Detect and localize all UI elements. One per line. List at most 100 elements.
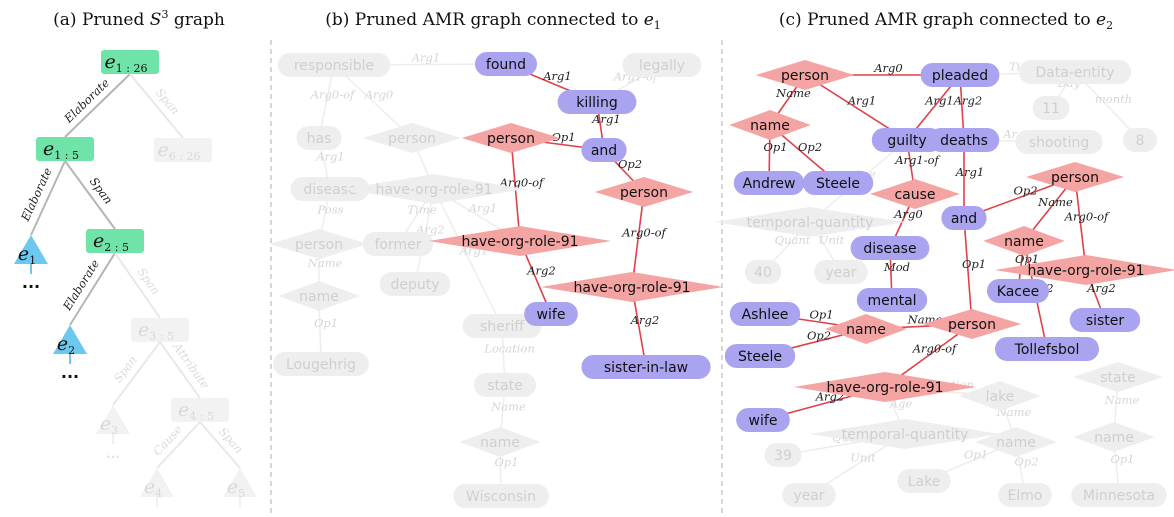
amr-c-edge-person2-hor1 — [1074, 176, 1087, 271]
amr-c-node-label: guilty — [887, 133, 926, 149]
amr-b-node-label: person — [620, 185, 668, 201]
amr-c-node-label: Kacee — [997, 284, 1039, 300]
amr-c-node-fname1: name — [975, 427, 1057, 457]
amr-c-edge-label-arg0-of: Arg0-of — [1064, 210, 1110, 224]
amr-b-node-label: found — [486, 57, 526, 73]
amr-b-node-label: person — [295, 237, 343, 253]
amr-b-node-killing: killing — [557, 90, 637, 114]
panel-b-amr-graph: Arg0-ofArg0Arg1Arg1-ofArg1PossTimeArg2Ar… — [269, 51, 724, 508]
amr-c-node-label: pleaded — [932, 68, 988, 84]
tree-edge-n25-n35 — [114, 252, 161, 319]
amr-b-edge-label-arg2: Arg2 — [630, 313, 659, 327]
amr-b-node-label: and — [591, 143, 617, 159]
ellipsis-marker: ... — [22, 273, 40, 292]
amr-b-node-fperson: person — [362, 123, 462, 153]
tree-node-n15: e1 : 5 — [36, 137, 94, 162]
tree-edge-label-span: Span — [135, 265, 163, 297]
tree-edge-label-span: Span — [153, 86, 183, 118]
amr-c-node-elmo: Elmo — [998, 483, 1052, 507]
amr-c-node-label: Steele — [738, 349, 782, 365]
amr-c-node-tq2: temporal-quantity — [809, 419, 1001, 449]
amr-b-node-sheriff: sheriff — [462, 314, 542, 338]
amr-b-node-fhor: have-org-role-91 — [342, 174, 526, 204]
amr-b-node-and: and — [581, 138, 627, 162]
amr-c-edge-label-op2: Op2 — [807, 329, 831, 343]
amr-c-node-label: have-org-role-91 — [1027, 263, 1144, 279]
amr-c-node-label: year — [825, 265, 856, 281]
amr-c-edge-label-arg1: Arg1 — [847, 94, 876, 108]
amr-c-node-dataentity: Data-entity — [1018, 60, 1132, 84]
amr-c-node-label: and — [951, 211, 977, 227]
amr-c-node-n8: 8 — [1123, 128, 1157, 152]
amr-b-node-hor2: have-org-role-91 — [540, 272, 724, 302]
amr-b-node-label: state — [487, 378, 522, 394]
amr-c-node-label: sister — [1086, 313, 1125, 329]
amr-b-node-label: name — [480, 435, 520, 451]
amr-b-node-fname: name — [278, 281, 360, 311]
amr-c-node-lakew: Lake — [897, 469, 951, 493]
amr-c-edge-label-month: month — [1095, 92, 1132, 106]
amr-c-node-minnesota: Minnesota — [1071, 483, 1167, 507]
amr-c-node-label: wife — [749, 413, 778, 429]
tree-edge-label-span: Span — [111, 353, 140, 385]
panel-c-amr-graph: TimeDaymonthArg0AgeQuantUnitLocationAgeN… — [714, 60, 1174, 507]
amr-c-node-tq1: temporal-quantity — [714, 207, 906, 237]
amr-c-node-deaths: deaths — [928, 128, 1000, 152]
amr-b-node-person1: person — [461, 123, 561, 153]
tree-edge-n126-n626 — [129, 73, 184, 139]
amr-c-node-disease: disease — [850, 236, 930, 260]
panel-separators — [270, 40, 723, 515]
amr-c-node-lake: lake — [959, 381, 1041, 411]
amr-b-node-has: has — [296, 126, 342, 150]
ellipsis-marker: ... — [150, 510, 164, 517]
amr-c-node-name3: name — [825, 314, 907, 344]
amr-c-edge-label-op1: Op1 — [962, 257, 986, 271]
amr-c-node-person: person — [755, 60, 855, 90]
panel-c-title: (c) Pruned AMR graph connected to e2 — [779, 10, 1113, 32]
amr-c-node-label: Andrew — [743, 176, 796, 192]
amr-b-node-label: person — [487, 131, 535, 147]
tree-node-n626: e6 : 26 — [154, 138, 212, 163]
amr-b-node-label: have-org-role-91 — [375, 182, 492, 198]
amr-b-node-label: former — [374, 237, 421, 253]
amr-b-node-label: name — [299, 289, 339, 305]
amr-b-edge-fhor-sheriff — [433, 188, 503, 327]
amr-b-node-fperson2: person — [269, 229, 369, 259]
amr-c-node-label: Elmo — [1008, 488, 1043, 504]
amr-c-node-label: name — [1094, 430, 1134, 446]
amr-c-node-label: Data-entity — [1035, 65, 1114, 81]
amr-c-node-label: name — [996, 435, 1036, 451]
amr-c-edge-label-op1: Op1 — [809, 308, 833, 322]
ellipsis-marker: ... — [106, 447, 120, 461]
amr-c-node-hor2: have-org-role-91 — [793, 372, 977, 402]
amr-c-edge-label-arg0-of: Arg0-of — [912, 342, 958, 356]
amr-c-edge-label-op1: Op1 — [1110, 452, 1134, 466]
tree-edge-n45-e4 — [156, 421, 201, 469]
amr-b-edge-label-arg1: Arg1 — [591, 112, 620, 126]
amr-b-edge-label-arg0-of: Arg0-of — [310, 88, 356, 102]
tree-node-n45: e4 : 5 — [171, 398, 229, 423]
amr-b-node-label: legally — [639, 58, 685, 74]
amr-b-node-label: Wisconsin — [466, 489, 536, 505]
amr-c-edge-label-arg1-of: Arg1-of — [894, 153, 940, 167]
tree-node-n35: e3 : 5 — [131, 318, 189, 343]
amr-c-node-cause: cause — [870, 179, 960, 209]
amr-b-node-label: has — [307, 131, 332, 147]
amr-b-edge-label-name: Name — [490, 400, 526, 414]
amr-c-node-pleaded: pleaded — [920, 63, 1000, 87]
amr-c-node-year2: year — [782, 483, 836, 507]
amr-c-node-hor1: have-org-role-91 — [994, 255, 1174, 285]
amr-b-node-label: Lougehrig — [286, 357, 356, 373]
amr-b-edge-label-op1: Op1 — [494, 455, 518, 469]
amr-b-node-label: sheriff — [480, 319, 524, 335]
amr-c-node-name1: name — [729, 110, 811, 140]
amr-b-node-label: person — [388, 131, 436, 147]
amr-c-node-kacee: Kacee — [987, 279, 1049, 303]
amr-c-edge-label-op1: Op1 — [763, 140, 787, 154]
amr-c-edge-label-op1: Op1 — [964, 448, 988, 462]
tree-edge-label-span: Span — [216, 425, 246, 456]
tree-node-e4: ...e4 — [140, 468, 174, 517]
amr-b-edge-responsible-has — [318, 64, 335, 139]
amr-c-node-label: shooting — [1029, 135, 1089, 151]
amr-c-node-label: 40 — [754, 265, 772, 281]
